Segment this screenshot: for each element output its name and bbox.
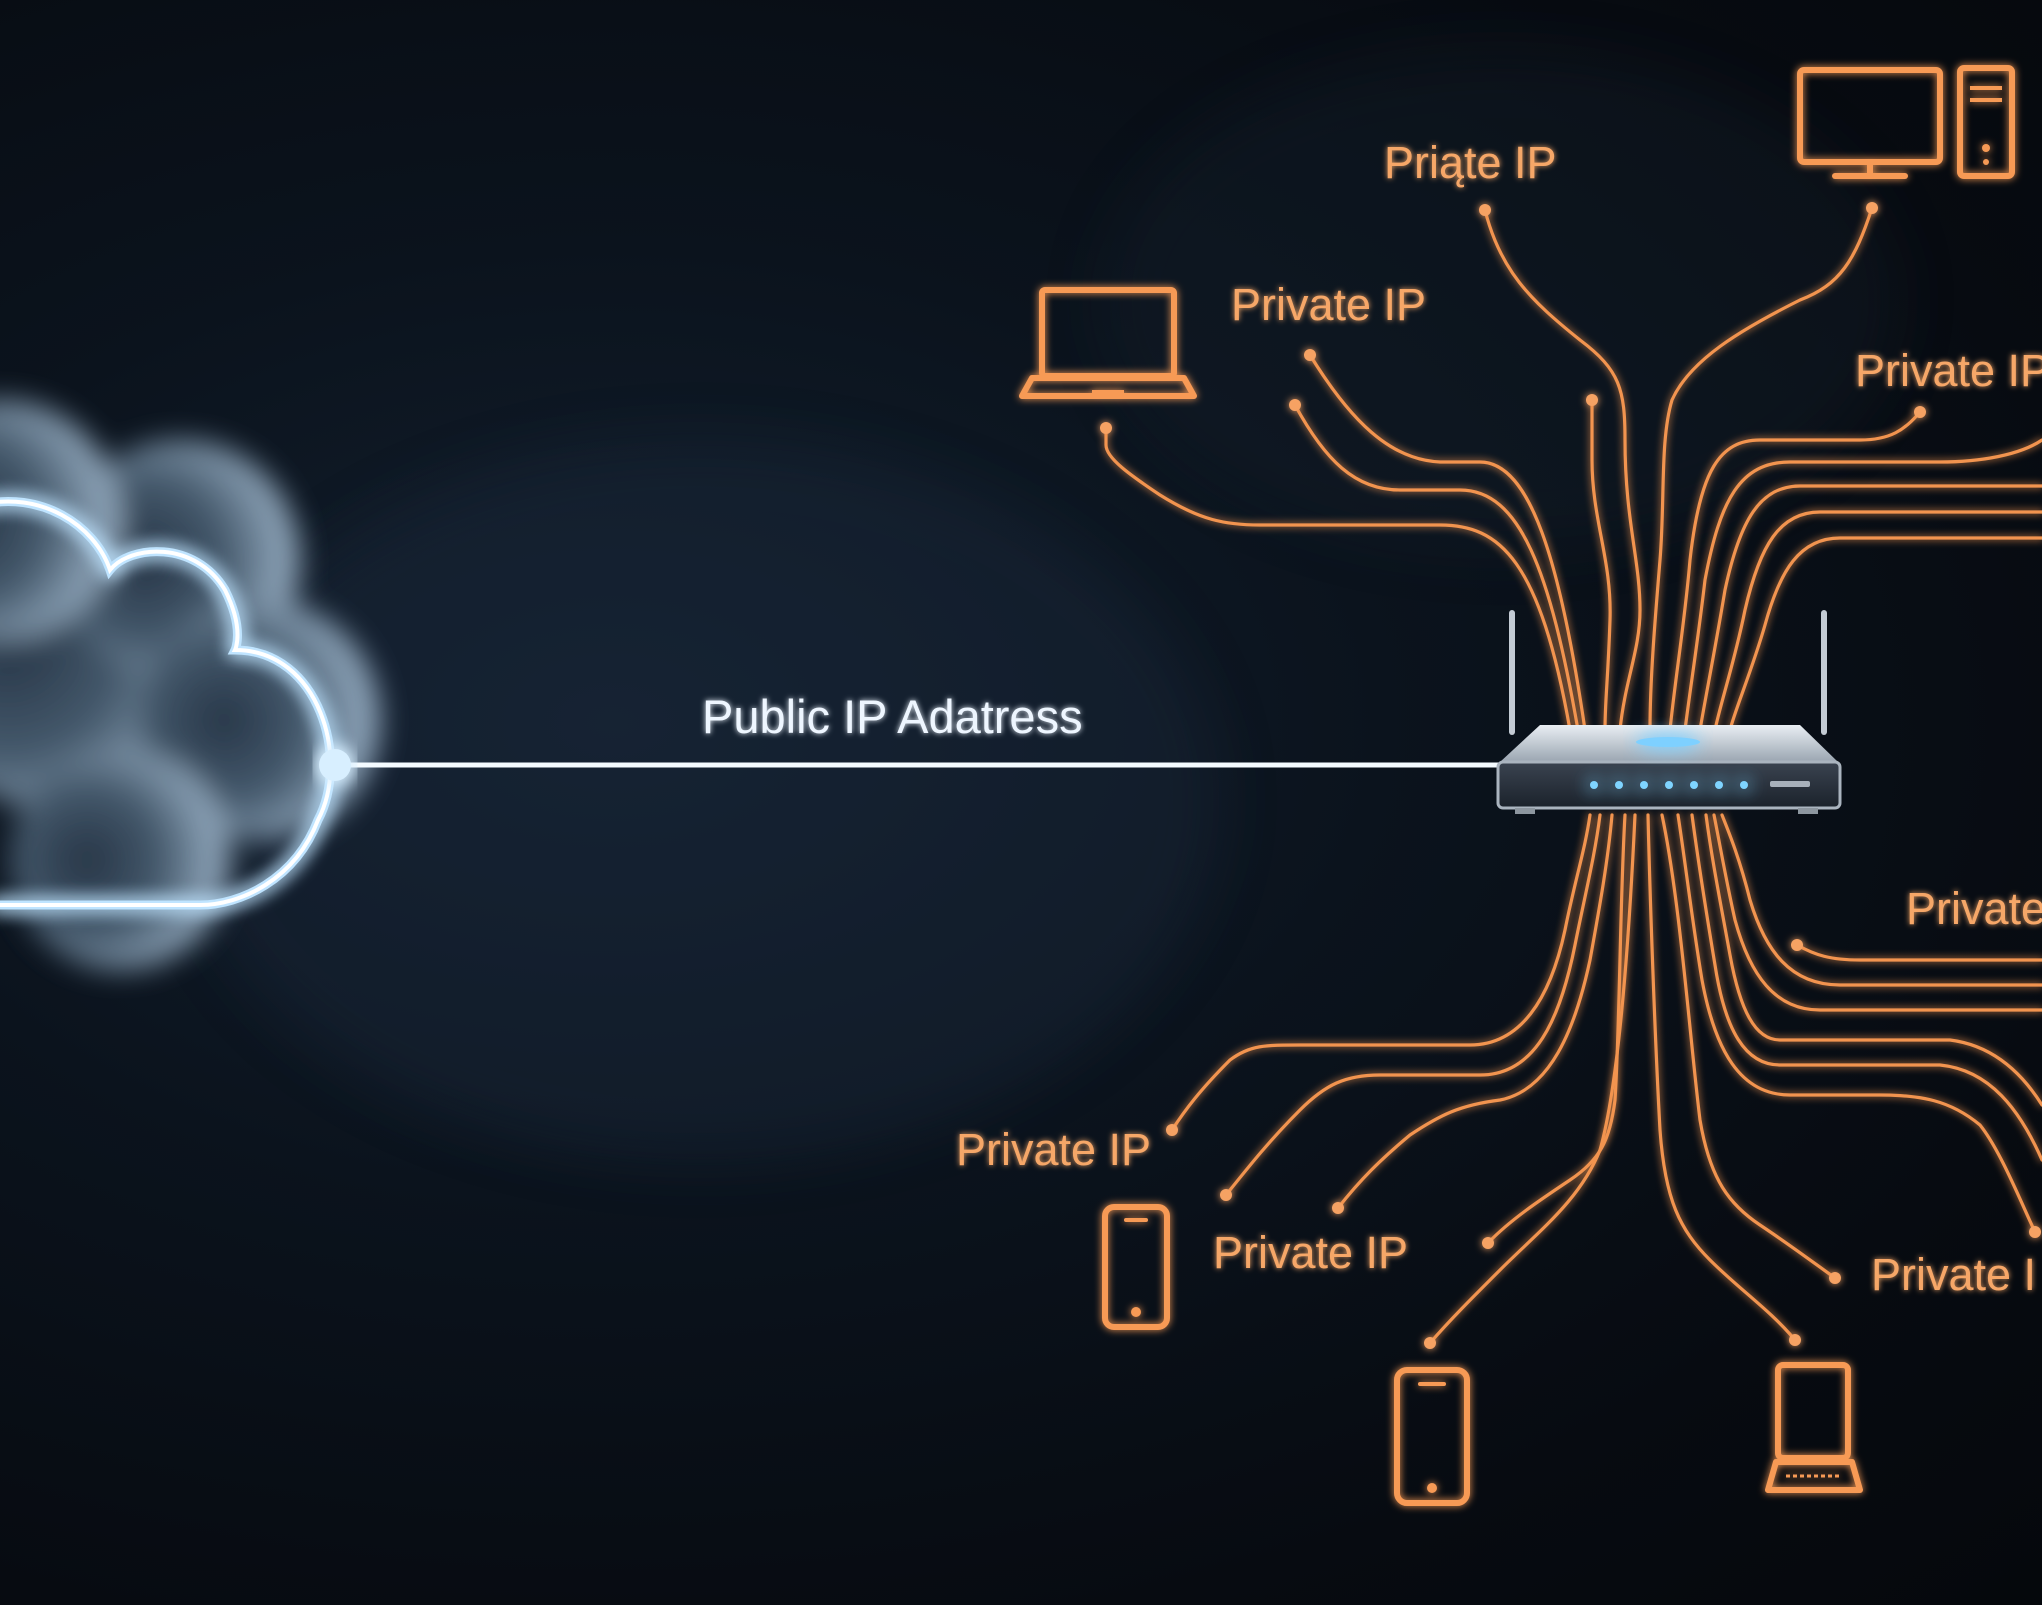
tablet-icon bbox=[1765, 1362, 1863, 1493]
desktop-monitor-icon bbox=[1797, 67, 1943, 179]
public-ip-link bbox=[319, 749, 1505, 781]
private-ip-label-right: Private bbox=[1906, 883, 2042, 934]
private-ip-label-top: Priąte IP bbox=[1384, 137, 1557, 188]
public-ip-label: Public IP Adatress bbox=[702, 690, 1083, 743]
cloud-icon bbox=[0, 400, 380, 970]
laptop-icon bbox=[1019, 287, 1197, 399]
private-ip-label-bottom-right: Private I bbox=[1871, 1249, 2036, 1300]
private-ip-label-lower-left: Private IP bbox=[956, 1124, 1151, 1175]
private-ip-links bbox=[1100, 202, 2042, 1349]
router-icon bbox=[1496, 610, 1842, 814]
private-ip-label-bottom-left: Private IP bbox=[1213, 1227, 1408, 1278]
private-ip-label-upper-left: Private IP bbox=[1231, 279, 1426, 330]
private-ip-label-upper-right: Private IP bbox=[1855, 345, 2042, 396]
smartphone-icon bbox=[1102, 1204, 1170, 1330]
desktop-tower-icon bbox=[1957, 65, 2015, 179]
smartphone-icon bbox=[1394, 1367, 1470, 1506]
